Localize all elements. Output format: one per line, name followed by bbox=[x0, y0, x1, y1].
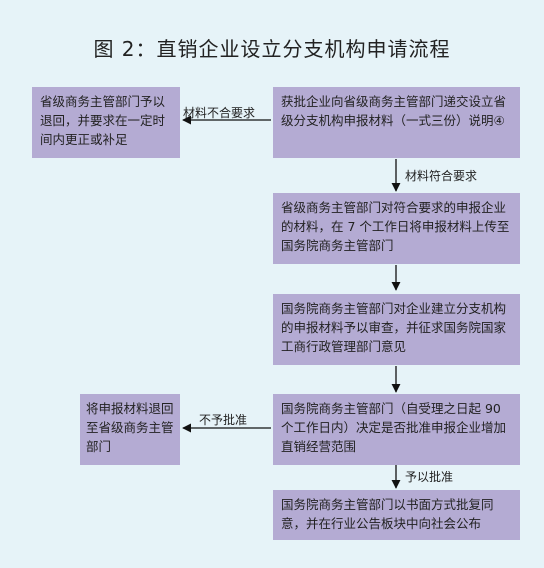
node-return-correct: 省级商务主管部门予以退回，并要求在一定时间内更正或补足 bbox=[32, 87, 180, 158]
edge-label-not-compliant: 材料不合要求 bbox=[183, 106, 256, 120]
edge-label-rejected: 不予批准 bbox=[199, 413, 248, 427]
diagram-title: 图 2：直销企业设立分支机构申请流程 bbox=[93, 37, 451, 61]
node-return-rejected: 将申报材料退回至省级商务主管部门 bbox=[80, 394, 180, 465]
node-approve: 国务院商务主管部门以书面方式批复同意，并在行业公告板块中向社会公布 bbox=[273, 490, 520, 540]
node-review: 国务院商务主管部门对企业建立分支机构的申报材料予以审查，并征求国务院国家工商行政… bbox=[273, 294, 520, 365]
node-submit: 获批企业向省级商务主管部门递交设立省级分支机构申报材料（一式三份）说明④ bbox=[273, 87, 520, 158]
node-upload: 省级商务主管部门对符合要求的申报企业的材料，在 7 个工作日将申报材料上传至国务… bbox=[273, 193, 520, 264]
edge-label-compliant: 材料符合要求 bbox=[405, 169, 478, 183]
node-decide: 国务院商务主管部门（自受理之日起 90 个工作日内）决定是否批准申报企业增加直销… bbox=[273, 394, 520, 465]
edge-label-approved: 予以批准 bbox=[405, 470, 454, 484]
